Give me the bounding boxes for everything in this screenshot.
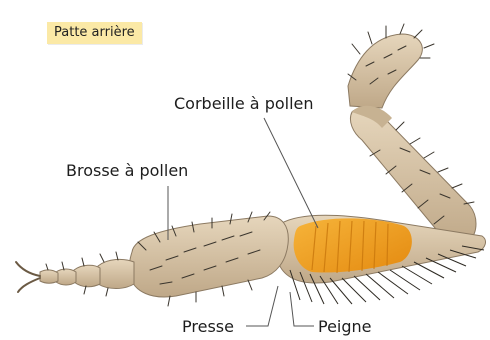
leader-corbeille [264, 118, 318, 228]
claw [16, 262, 40, 292]
title-badge: Patte arrière [47, 22, 142, 44]
tarsal-segments [40, 259, 134, 288]
label-peigne: Peigne [318, 318, 372, 336]
basitarsus-segment [129, 216, 288, 297]
label-presse: Presse [182, 318, 234, 336]
label-brosse-a-pollen: Brosse à pollen [66, 162, 188, 180]
label-corbeille-a-pollen: Corbeille à pollen [174, 95, 314, 113]
leader-presse [246, 286, 278, 326]
femur-segment [348, 34, 422, 108]
